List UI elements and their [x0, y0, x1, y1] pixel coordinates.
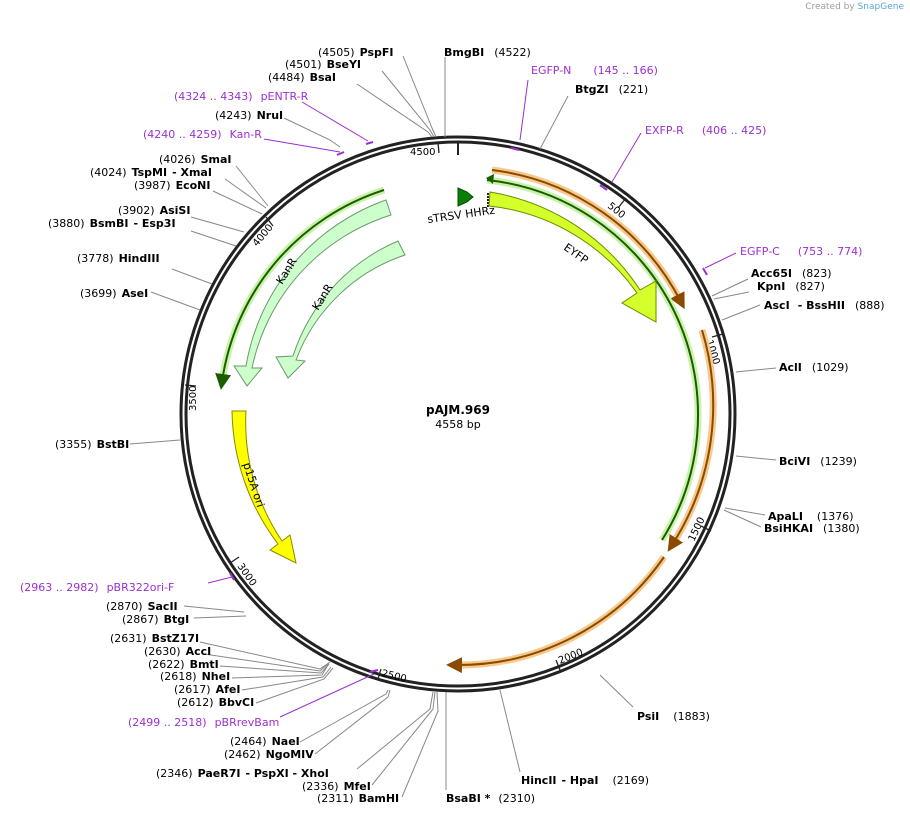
- tick-1500: [700, 525, 712, 532]
- feature-label-eyfp: EYFP: [561, 241, 591, 267]
- feature-kanr-1: [233, 199, 392, 387]
- feature-kanr-2: [275, 240, 406, 379]
- backbone-outer: [179, 135, 737, 693]
- site-asisi: (3902)AsiSI: [118, 204, 190, 217]
- tick-500: [617, 197, 627, 209]
- primer-leader-lines: [207, 79, 737, 718]
- orf-arc-2: [667, 329, 715, 552]
- site-btgzi: BtgZI(221): [575, 83, 648, 96]
- site-bmgbi: BmgBI(4522): [444, 46, 531, 59]
- site-apali: ApaLI(1376): [768, 510, 854, 523]
- primer-labels: EGFP-N(145 .. 166) EXFP-R(406 .. 425) EG…: [20, 64, 862, 729]
- green-arc-1-halo: [486, 176, 702, 542]
- site-btgi: (2867)BtgI: [122, 613, 189, 626]
- orf-arc-3: [446, 556, 665, 674]
- plasmid-length: 4558 bp: [435, 418, 480, 431]
- primer-pbr322ori-f: (2963 .. 2982)pBR322ori-F: [20, 581, 174, 594]
- site-bbvci: (2612)BbvCI: [177, 696, 254, 709]
- plasmid-name: pAJM.969: [426, 403, 490, 417]
- feature-label-p15a: p15A ori: [240, 461, 267, 509]
- primer-pbrrevbam: (2499 .. 2518)pBRrevBam: [128, 716, 279, 729]
- primer-egfp-c: EGFP-C(753 .. 774): [740, 245, 862, 258]
- primer-pentr-r: (4324 .. 4343)pENTR-R: [174, 90, 309, 103]
- green-arc-1-head: [486, 174, 494, 184]
- tick-2000: [555, 659, 561, 671]
- site-afei: (2617)AfeI: [174, 683, 240, 696]
- primer-exfp-r: EXFP-R(406 .. 425): [645, 124, 766, 137]
- tick-label-3500: 3500: [188, 386, 199, 411]
- primer-bar-kan-r: [336, 151, 345, 156]
- site-bamhi: (2311)BamHI: [317, 792, 399, 805]
- site-bsihkai: BsiHKAI(1380): [764, 522, 860, 535]
- site-sacii: (2870)SacII: [106, 600, 178, 613]
- site-bsmbi: (3880)BsmBI- Esp3I: [48, 217, 176, 230]
- site-asci: AscI- BssHII(888): [764, 299, 885, 312]
- green-orf-arcs: [215, 174, 702, 542]
- site-bseyi: (4501)BseYI: [285, 58, 361, 71]
- site-nrui: (4243)NruI: [215, 109, 283, 122]
- site-bstbi: (3355)BstBI: [55, 438, 129, 451]
- green-arc-2: [215, 189, 385, 390]
- site-ngomiv: (2462)NgoMIV: [224, 748, 314, 761]
- primer-bar-pbr322ori-f: [229, 572, 235, 581]
- site-psii: PsiI(1883): [637, 710, 710, 723]
- primer-bar-pentr-r: [365, 141, 374, 145]
- site-hincii: HincII- HpaI(2169): [521, 774, 649, 787]
- orf-arcs: [446, 166, 717, 674]
- site-tspmi: (4024)TspMI- XmaI: [90, 166, 212, 179]
- tick-1000: [711, 333, 724, 338]
- feature-p15a-ori: [231, 410, 297, 564]
- feature-eyfp: [488, 191, 657, 323]
- primer-egfp-n: EGFP-N(145 .. 166): [531, 64, 658, 77]
- site-smai: (4026)SmaI: [159, 153, 231, 166]
- site-acli: AclI(1029): [779, 361, 848, 374]
- site-bcivi: BciVI(1239): [779, 455, 857, 468]
- site-nhei: (2618)NheI: [160, 670, 230, 683]
- site-mfei: (2336)MfeI: [302, 780, 371, 793]
- credit-prefix: Created by: [805, 2, 855, 12]
- orf-arc-1: [491, 169, 685, 310]
- site-bsai: (4484)BsaI: [268, 71, 336, 84]
- site-bstz17i: (2631)BstZ17I: [110, 632, 199, 645]
- tick-3000: [229, 556, 240, 564]
- primer-kan-r: (4240 .. 4259)Kan-R: [143, 128, 262, 141]
- feature-label-strsv: sTRSV HHRz: [427, 204, 496, 226]
- orf-arc-3-halo: [453, 555, 667, 669]
- site-econi: (3987)EcoNI: [134, 179, 210, 192]
- site-bsabi: BsaBI *(2310): [446, 792, 535, 805]
- site-bmti: (2622)BmtI: [148, 658, 219, 671]
- primer-bar-egfp-c: [702, 267, 708, 276]
- tick-2500: [377, 668, 382, 680]
- site-acc65i: Acc65I(823): [751, 267, 832, 280]
- primer-bar-pbrrevbam: [369, 669, 379, 673]
- snapgene-logo: SnapGene: [857, 2, 904, 12]
- primer-bars: [229, 141, 708, 673]
- site-labels: (4505)PspFI (4501)BseYI (4484)BsaI BmgBI…: [48, 46, 885, 805]
- site-naei: (2464)NaeI: [230, 735, 300, 748]
- site-hindiii: (3778)HindIII: [77, 252, 160, 265]
- site-asei: (3699)AseI: [80, 287, 148, 300]
- site-pspfi: (4505)PspFI: [318, 46, 393, 59]
- tick-4500: [437, 142, 440, 154]
- tick-label-4500: 4500: [410, 147, 435, 158]
- tick-4000: [265, 216, 274, 227]
- site-leader-lines: [129, 55, 777, 798]
- green-arc-1: [486, 179, 699, 541]
- site-paer7i: (2346)PaeR7I- PspXI - XhoI: [156, 767, 329, 780]
- feature-strsv-hhrz: [457, 187, 474, 207]
- primer-bar-exfp-r: [599, 184, 608, 191]
- site-acci: (2630)AccI: [144, 645, 211, 658]
- snapgene-credit: Created by SnapGene: [805, 2, 904, 12]
- site-kpni: KpnI(827): [757, 280, 825, 293]
- tick-3500: [184, 384, 197, 387]
- primer-bar-egfp-n: [510, 147, 520, 151]
